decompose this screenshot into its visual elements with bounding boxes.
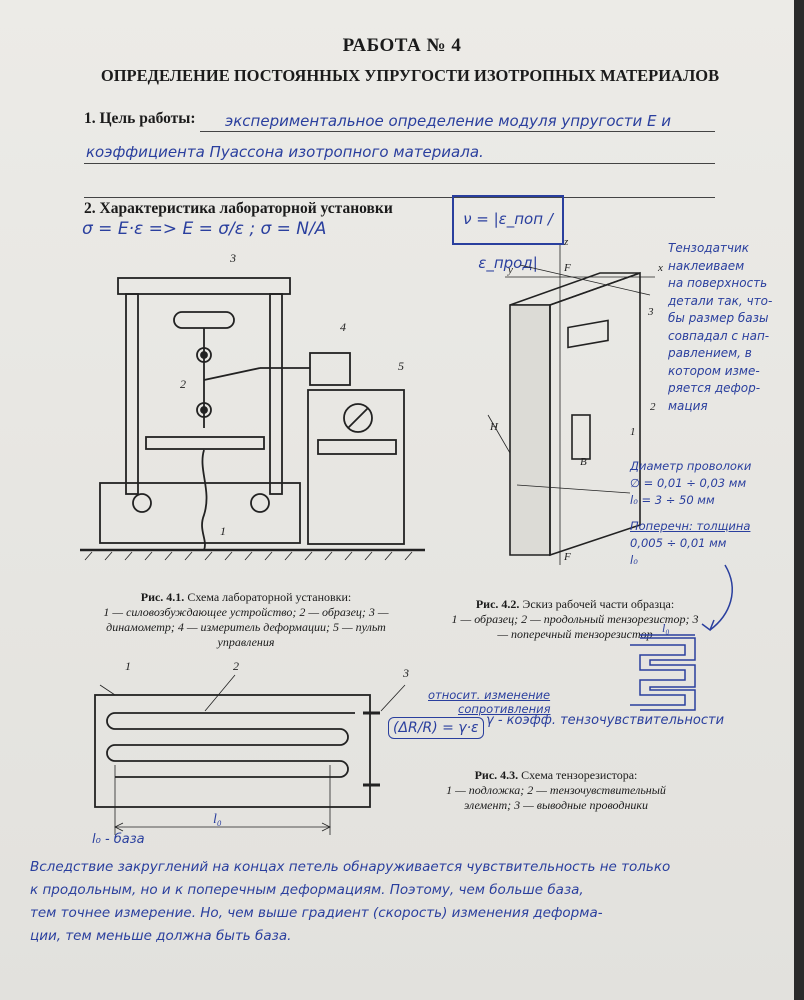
strain-gauge-note: Тензодатчик наклеиваем на поверхность де… (668, 240, 798, 415)
fig3-label-1: 1 (125, 659, 131, 673)
fig1-label-3: 3 (229, 251, 236, 265)
transverse-strain-gauge-3 (567, 319, 609, 349)
fig2-label-y: y (507, 264, 513, 276)
fig1-label-1: 1 (220, 524, 226, 538)
fig2-label-F-top: F (563, 262, 571, 274)
fig1-caption-title: Рис. 4.1. (140, 590, 185, 604)
conclusion-handwritten-note: Вследствие закруглений на концах петель … (30, 856, 775, 948)
foil-gauge-sketch: l₀ (630, 564, 733, 711)
fig3-caption-title: Рис. 4.3. (474, 768, 519, 782)
top-crosshead (117, 277, 291, 295)
fig2-label-2: 2 (650, 401, 656, 413)
section2-heading: 2. Характеристика лабораторной установки (84, 200, 393, 217)
fig1-label-5: 5 (398, 359, 404, 373)
fig3-caption-text: Схема тензорезистора: (521, 768, 638, 782)
note-line: l₀ = 3 ÷ 50 мм (630, 493, 715, 507)
page-subtitle: ОПРЕДЕЛЕНИЕ ПОСТОЯННЫХ УПРУГОСТИ ИЗОТРОП… (100, 66, 720, 85)
section1-heading: 1. Цель работы: (84, 110, 196, 127)
note-line: к продольным, но и к поперечным деформац… (30, 882, 584, 898)
stress-formula-handwritten: σ = E·ε => E = σ/ε ; σ = N/A (82, 219, 327, 239)
foil-sketch-label: l₀ (662, 621, 670, 635)
sensing-element-2 (106, 712, 355, 778)
fig2-label-F-bottom: F (563, 551, 571, 563)
note-line: мация (668, 398, 708, 413)
fig2-label-B: B (580, 456, 587, 468)
longitudinal-strain-gauge-2 (571, 414, 591, 460)
fig1-caption-text: Схема лабораторной установки: (187, 590, 352, 604)
wire-diameter-note: Диаметр проволоки ∅ = 0,01 ÷ 0,03 мм l₀ … (630, 458, 795, 509)
figure-4-3-diagram: 1 2 3 l₀ (94, 659, 409, 835)
figure-4-1-caption: Рис. 4.1. Схема лабораторной установки: … (96, 590, 396, 650)
fig2-label-H: H (489, 421, 499, 433)
goal-handwritten-line1: экспериментальное определение модуля упр… (225, 112, 671, 130)
force-device-1 (99, 482, 301, 544)
base-note: l₀ - база (92, 832, 145, 847)
figure-4-2-caption: Рис. 4.2. Эскиз рабочей части образца: 1… (450, 597, 700, 642)
note-line: ции, тем меньше должна быть база. (30, 928, 292, 944)
note-line: Диаметр проволоки (630, 459, 752, 473)
note-line: сопротивления (458, 702, 551, 716)
rule-line (84, 197, 715, 198)
fig3-base-label: l₀ (213, 812, 222, 827)
fig2-caption-legend: 1 — образец; 2 — продольный тензорезисто… (451, 612, 699, 641)
fig3-caption-legend: 1 — подложка; 2 — тензочувствительный эл… (446, 783, 666, 812)
note-line: ряется дефор- (668, 381, 761, 395)
fig2-label-3: 3 (647, 306, 654, 318)
note-line: Вследствие закруглений на концах петель … (30, 859, 671, 875)
resistance-formula: (ΔR/R) = γ·ε (388, 717, 484, 739)
rule-line (200, 131, 715, 132)
page-edge-shadow (794, 0, 804, 1000)
resistance-change-note: относит. изменение сопротивления (428, 688, 551, 716)
fig2-label-z: z (563, 236, 569, 248)
fig1-caption-legend: 1 — силовозбуждающее устройство; 2 — обр… (103, 605, 389, 649)
note-line: совпадал с нап- (668, 328, 770, 343)
rule-line (84, 163, 715, 164)
fig2-caption-text: Эскиз рабочей части образца: (522, 597, 675, 611)
note-line: бы размер базы (668, 311, 769, 325)
moving-crosshead (145, 436, 265, 450)
note-line: относит. изменение (428, 688, 551, 702)
fig3-label-3: 3 (402, 666, 409, 680)
note-line: детали так, что- (668, 293, 773, 308)
note-line: l₀ (630, 553, 638, 567)
fig1-label-2: 2 (180, 377, 186, 391)
gamma-note: γ - коэфф. тензочувствительности (486, 713, 725, 728)
fig2-label-x: x (657, 262, 663, 274)
note-line: Поперечн: толщина (630, 519, 751, 533)
note-line: Тензодатчик (668, 241, 750, 255)
figure-4-2-diagram: 1 2 3 H B F F x y z (487, 236, 663, 565)
fig3-label-2: 2 (233, 659, 239, 673)
note-line: равлением, в (668, 346, 752, 360)
strain-meter-4 (309, 352, 351, 386)
poisson-formula-box: ν = |ε_поп / ε_прод| (452, 195, 564, 272)
fig1-label-4: 4 (340, 320, 346, 334)
note-line: наклеиваем (668, 258, 745, 273)
note-line: ∅ = 0,01 ÷ 0,03 мм (630, 476, 747, 490)
figure-4-3-caption: Рис. 4.3. Схема тензорезистора: 1 — подл… (426, 768, 686, 813)
figure-4-1-diagram: 1 2 3 4 5 (80, 251, 425, 561)
note-line: на поверхность (668, 276, 768, 290)
note-line: котором изме- (668, 363, 760, 378)
goal-handwritten-line2: коэффициента Пуассона изотропного матери… (86, 143, 484, 161)
fig2-caption-title: Рис. 4.2. (475, 597, 520, 611)
foil-thickness-note: Поперечн: толщина 0,005 ÷ 0,01 мм l₀ (630, 518, 795, 569)
dynamometer-3 (173, 311, 235, 329)
page-title: РАБОТА № 4 (342, 35, 462, 56)
note-line: 0,005 ÷ 0,01 мм (630, 536, 727, 550)
substrate-1 (94, 694, 371, 808)
note-line: тем точнее измерение. Но, чем выше гради… (30, 905, 603, 921)
fig2-label-1: 1 (630, 426, 636, 438)
control-panel-5 (307, 389, 405, 545)
